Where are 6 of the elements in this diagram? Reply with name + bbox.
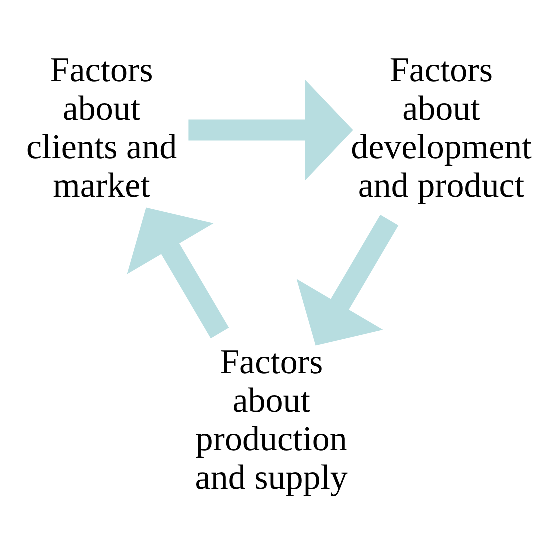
node-text: Factors about development and product [351, 50, 532, 205]
node-text: Factors about production and supply [195, 342, 348, 498]
node-text: Factors about clients and market [26, 50, 178, 205]
arrow [127, 208, 230, 339]
arrow [188, 80, 354, 180]
arrow [296, 214, 399, 346]
